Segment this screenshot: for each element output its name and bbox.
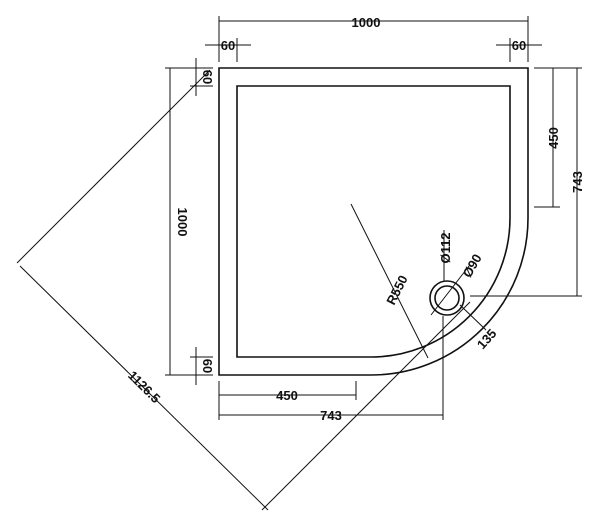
waste-outer-circle xyxy=(429,280,465,316)
dim-radius: R550 xyxy=(383,273,410,308)
dim-waste-inner: Ø90 xyxy=(459,251,484,280)
dim-top-left-inset: 60 xyxy=(221,38,235,53)
dim-right-total: 743 xyxy=(570,171,585,193)
bottom-dimensions: 450 743 xyxy=(218,316,444,423)
dim-top-width: 1000 xyxy=(352,15,381,30)
dim-right-straight: 450 xyxy=(546,127,561,149)
dim-waste-outer: Ø112 xyxy=(438,232,453,263)
radius-dimension: R550 xyxy=(350,203,429,359)
left-dimensions: 1000 60 60 xyxy=(165,58,215,385)
dim-left-top-inset: 60 xyxy=(200,70,215,84)
waste-inner-circle xyxy=(434,285,460,311)
dim-bottom-total: 743 xyxy=(320,408,342,423)
dim-top-right-inset: 60 xyxy=(512,38,526,53)
tray-outer-outline xyxy=(218,67,529,376)
dim-waste-offset: 135 xyxy=(474,326,500,352)
dim-diagonal: 1126.5 xyxy=(125,368,163,406)
tray-inner-outline xyxy=(236,85,511,358)
dim-left-height: 1000 xyxy=(175,208,190,237)
dim-bottom-straight: 450 xyxy=(276,388,298,403)
right-dimensions: 450 743 xyxy=(470,67,585,297)
waste-outlet xyxy=(429,280,465,316)
dim-left-bottom-inset: 60 xyxy=(200,359,215,373)
top-dimensions: 1000 60 60 xyxy=(205,15,542,62)
